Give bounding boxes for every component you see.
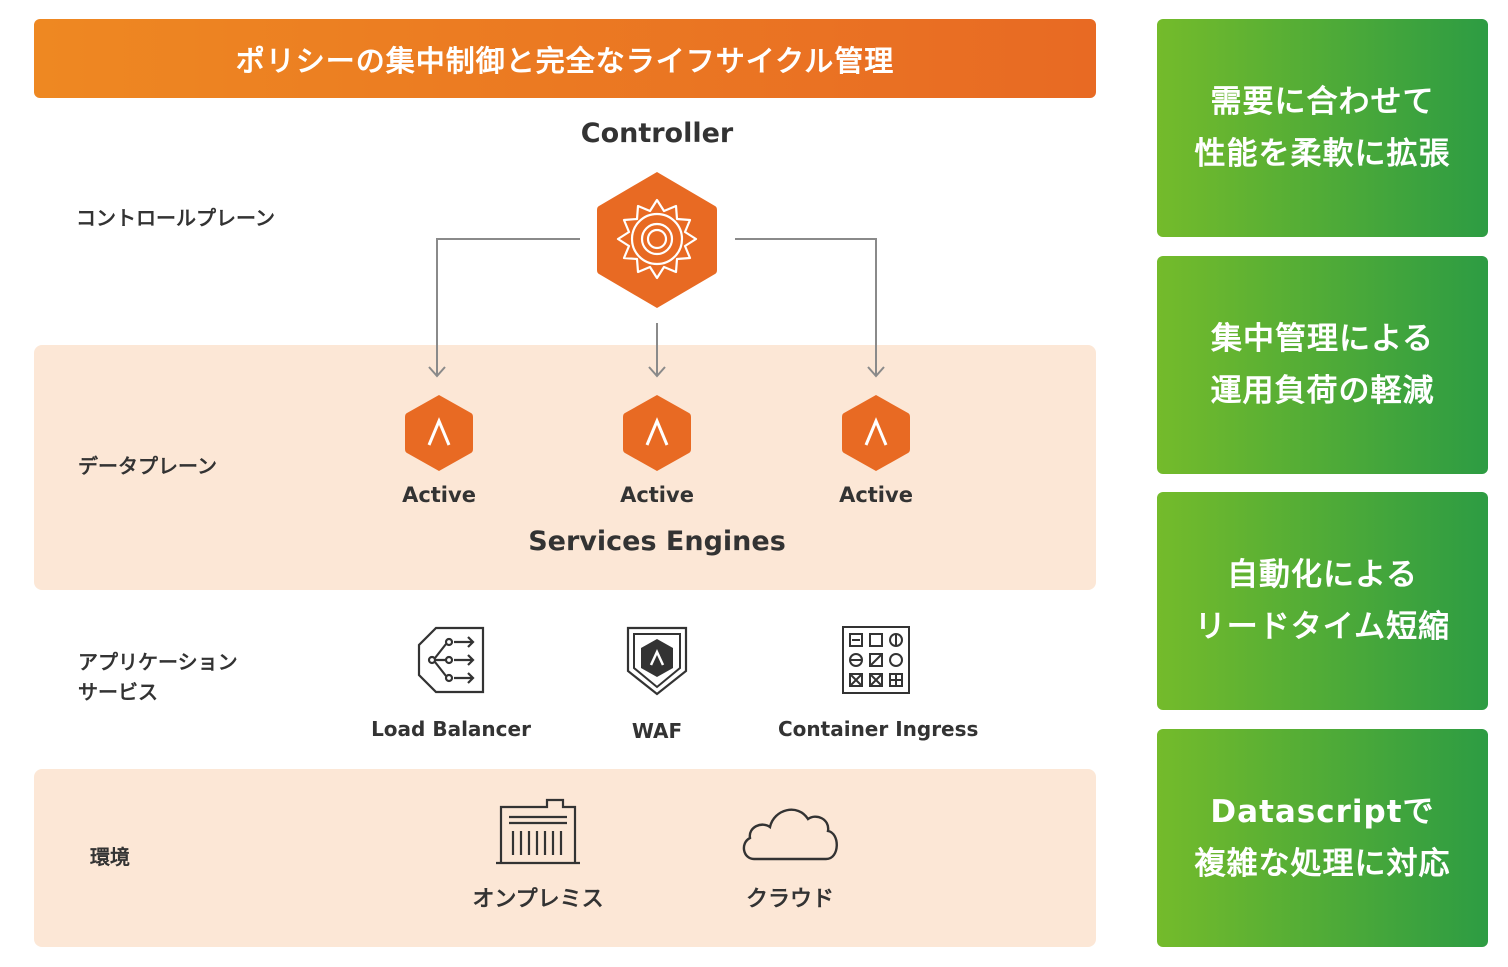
waf-label: WAF	[631, 719, 683, 743]
cloud-label: クラウド	[745, 887, 834, 912]
cloud-icon	[742, 808, 838, 861]
load-balancer-label: Load Balancer	[371, 717, 531, 741]
gear-icon	[616, 198, 698, 280]
on-premises-label: オンプレミス	[472, 887, 604, 912]
header-banner: ポリシーの集中制御と完全なライフサイクル管理	[34, 19, 1096, 98]
app-service-container-ingress: Container Ingress	[778, 625, 979, 741]
datacenter-icon	[496, 798, 580, 865]
arrowhead-center	[648, 366, 666, 378]
app-services-label: アプリケーション サービス	[78, 647, 238, 707]
engine-1: Active	[369, 393, 509, 507]
engine-2: Active	[587, 393, 727, 507]
data-plane-band	[34, 345, 1096, 590]
load-balancer-icon	[417, 626, 485, 694]
benefit-automation: 自動化による リードタイム短縮	[1157, 492, 1488, 710]
connector-left	[436, 238, 580, 375]
controller-title: Controller	[580, 118, 734, 149]
container-ingress-label: Container Ingress	[778, 717, 979, 741]
control-plane-label: コントロールプレーン	[76, 206, 275, 230]
engine-1-status: Active	[402, 483, 476, 507]
engine-2-status: Active	[620, 483, 694, 507]
app-service-waf: WAF	[600, 625, 714, 743]
arrowhead-right	[867, 366, 885, 378]
benefit-datascript: Datascriptで 複雑な処理に対応	[1157, 729, 1488, 947]
benefit-scalability: 需要に合わせて 性能を柔軟に拡張	[1157, 19, 1488, 237]
env-on-premises: オンプレミス	[458, 797, 618, 913]
app-services-label-line1: アプリケーション	[78, 650, 238, 674]
chevron-up-icon	[623, 395, 691, 471]
environment-band	[34, 769, 1096, 947]
data-plane-label: データプレーン	[78, 454, 217, 478]
chevron-up-icon	[405, 395, 473, 471]
container-grid-icon	[842, 626, 910, 694]
connector-right	[735, 238, 877, 375]
header-title: ポリシーの集中制御と完全なライフサイクル管理	[235, 43, 895, 78]
benefit-central-management: 集中管理による 運用負荷の軽減	[1157, 256, 1488, 474]
benefit-4-line1: Datascriptで	[1210, 794, 1435, 830]
arrowhead-left	[428, 366, 446, 378]
services-engines-title: Services Engines	[528, 526, 786, 557]
app-service-load-balancer: Load Balancer	[370, 625, 532, 741]
engine-3-status: Active	[839, 483, 913, 507]
benefit-4-line2: 複雑な処理に対応	[1194, 846, 1451, 882]
benefit-3-line1: 自動化による	[1226, 557, 1419, 593]
engine-3: Active	[806, 393, 946, 507]
benefit-2-line2: 運用負荷の軽減	[1210, 373, 1435, 409]
app-services-label-line2: サービス	[78, 680, 158, 704]
benefit-1-line1: 需要に合わせて	[1210, 84, 1435, 120]
shield-icon	[626, 626, 688, 696]
benefit-1-line2: 性能を柔軟に拡張	[1194, 136, 1451, 172]
benefit-3-line2: リードタイム短縮	[1194, 609, 1451, 645]
chevron-up-icon	[842, 395, 910, 471]
environment-label: 環境	[90, 845, 130, 869]
env-cloud: クラウド	[720, 797, 860, 913]
controller-connectors	[428, 238, 885, 378]
benefit-2-line1: 集中管理による	[1210, 321, 1435, 357]
controller-hexagon	[597, 172, 717, 308]
